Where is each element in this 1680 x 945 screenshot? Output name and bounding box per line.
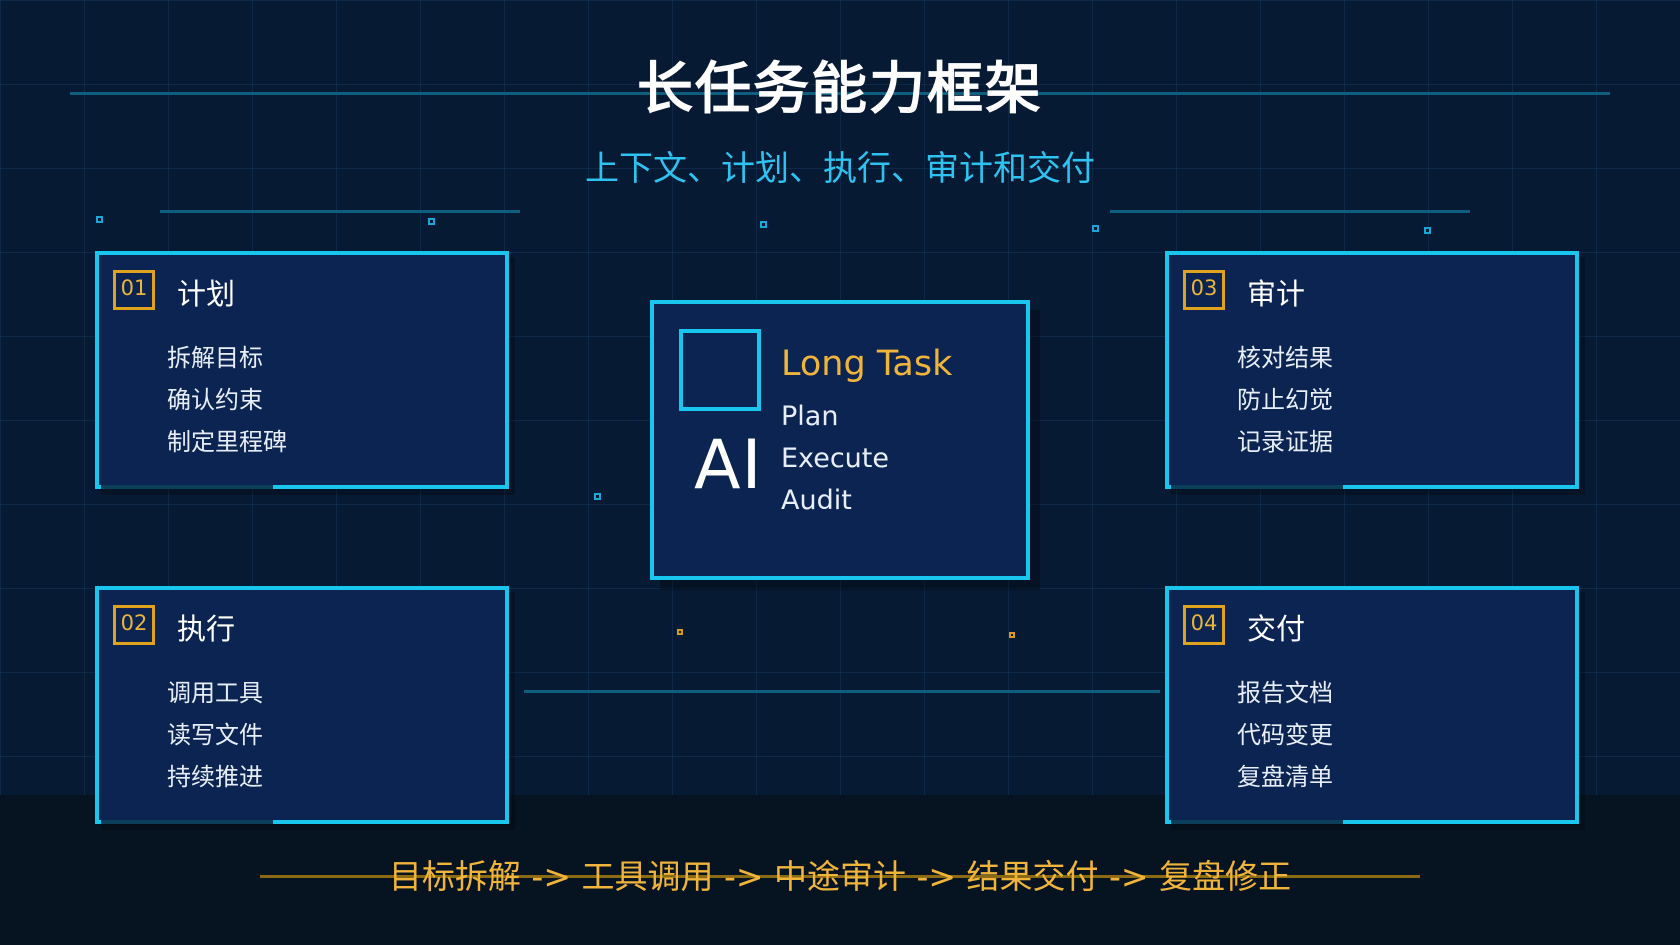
card-plan: 01 计划 拆解目标 确认约束 制定里程碑 bbox=[95, 251, 509, 489]
step-item: Audit bbox=[781, 485, 852, 516]
card-number: 01 bbox=[113, 270, 155, 310]
card-accent bbox=[101, 820, 273, 824]
deco-line-left bbox=[160, 210, 520, 213]
card-accent bbox=[1171, 820, 1343, 824]
card-title: 执行 bbox=[177, 612, 236, 646]
card-accent bbox=[101, 485, 273, 489]
list-item: 防止幻觉 bbox=[1237, 386, 1333, 414]
deco-square bbox=[1009, 632, 1015, 638]
card-deliver: 04 交付 报告文档 代码变更 复盘清单 bbox=[1165, 586, 1579, 824]
ai-label: AI bbox=[694, 426, 763, 505]
card-number: 02 bbox=[113, 605, 155, 645]
deco-square bbox=[1424, 227, 1431, 234]
deco-square bbox=[594, 493, 601, 500]
card-accent bbox=[1171, 485, 1343, 489]
center-heading: Long Task bbox=[781, 344, 953, 384]
list-item: 记录证据 bbox=[1237, 428, 1333, 456]
list-item: 读写文件 bbox=[167, 721, 263, 749]
page-subtitle: 上下文、计划、执行、审计和交付 bbox=[585, 149, 1095, 189]
list-item: 拆解目标 bbox=[167, 344, 263, 372]
list-item: 持续推进 bbox=[167, 763, 263, 791]
card-number: 04 bbox=[1183, 605, 1225, 645]
deco-line-right bbox=[1110, 210, 1470, 213]
flow-rule bbox=[260, 875, 1420, 878]
list-item: 代码变更 bbox=[1237, 721, 1333, 749]
card-execute: 02 执行 调用工具 读写文件 持续推进 bbox=[95, 586, 509, 824]
deco-square bbox=[428, 218, 435, 225]
title-rule bbox=[70, 92, 1610, 95]
list-item: 制定里程碑 bbox=[167, 428, 287, 456]
card-audit: 03 审计 核对结果 防止幻觉 记录证据 bbox=[1165, 251, 1579, 489]
list-item: 报告文档 bbox=[1237, 679, 1333, 707]
card-title: 审计 bbox=[1247, 277, 1306, 311]
list-item: 核对结果 bbox=[1237, 344, 1333, 372]
flow-caption: 目标拆解 -> 工具调用 -> 中途审计 -> 结果交付 -> 复盘修正 bbox=[388, 857, 1292, 896]
page-title: 长任务能力框架 bbox=[637, 57, 1043, 122]
step-item: Plan bbox=[781, 401, 839, 432]
chip-square-icon bbox=[679, 329, 761, 411]
step-item: Execute bbox=[781, 443, 889, 474]
card-title: 计划 bbox=[177, 277, 236, 311]
deco-square bbox=[96, 216, 103, 223]
deco-square bbox=[1092, 225, 1099, 232]
list-item: 调用工具 bbox=[167, 679, 263, 707]
deco-square bbox=[677, 629, 683, 635]
card-title: 交付 bbox=[1247, 612, 1306, 646]
list-item: 复盘清单 bbox=[1237, 763, 1333, 791]
connector-line bbox=[524, 690, 1160, 693]
card-number: 03 bbox=[1183, 270, 1225, 310]
deco-square bbox=[760, 221, 767, 228]
ai-center-card: AI Long Task Plan Execute Audit bbox=[650, 300, 1030, 580]
list-item: 确认约束 bbox=[167, 386, 263, 414]
